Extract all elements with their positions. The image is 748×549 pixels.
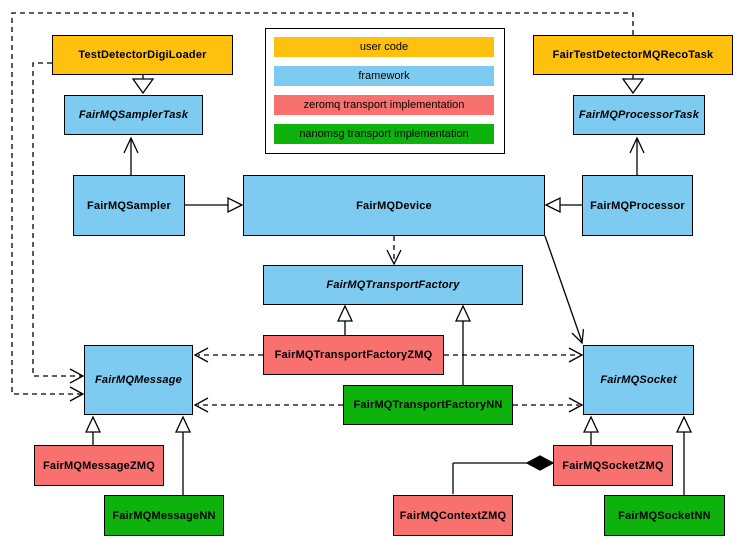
legend: user code framework zeromq transport imp… — [265, 28, 505, 154]
edge-digiloader-extends-samplertask — [131, 75, 155, 95]
legend-nanomsg-transport: nanomsg transport implementation — [274, 124, 494, 144]
node-fairmqsocketnn: FairMQSocketNN — [604, 495, 725, 536]
legend-zeromq-transport: zeromq transport implementation — [274, 95, 494, 115]
legend-user-code: user code — [274, 37, 494, 57]
node-fairmqprocessortask: FairMQProcessorTask — [573, 95, 705, 135]
edge-recotask-depends-message — [11, 12, 634, 402]
node-fairtestdetectormqrecotask: FairTestDetectorMQRecoTask — [533, 35, 733, 75]
node-fairmqtransportfactory: FairMQTransportFactory — [263, 265, 523, 305]
edge-factoryzmq-creates-socket — [444, 347, 584, 363]
edge-socketnn-extends-socket — [675, 415, 693, 495]
edge-factorynn-extends-transportfactory — [454, 304, 472, 385]
edge-device-depends-transportfactory — [386, 236, 402, 266]
node-fairmqcontextzmq: FairMQContextZMQ — [393, 495, 513, 536]
edge-recotask-extends-processortask — [621, 75, 645, 95]
edge-factoryzmq-extends-transportfactory — [336, 304, 354, 335]
edge-processor-uses-processortask — [629, 136, 645, 175]
edge-socketzmq-extends-socket — [582, 415, 600, 445]
node-fairmqmessage: FairMQMessage — [84, 345, 193, 415]
edge-sampler-extends-device — [185, 196, 244, 214]
node-fairmqdevice: FairMQDevice — [243, 175, 545, 236]
node-fairmqtransportfactoryzmq: FairMQTransportFactoryZMQ — [263, 335, 444, 375]
node-fairmqsocketzmq: FairMQSocketZMQ — [553, 445, 673, 486]
edge-factoryzmq-creates-message — [193, 347, 263, 363]
edge-processor-extends-device — [544, 196, 582, 214]
node-testdetectordigiloader: TestDetectorDigiLoader — [52, 35, 233, 75]
node-fairmqsamplertask: FairMQSamplerTask — [64, 95, 203, 135]
edge-factorynn-creates-socket — [513, 397, 584, 413]
edge-messagenn-extends-message — [174, 415, 192, 495]
legend-framework: framework — [274, 66, 494, 86]
edge-factorynn-creates-message — [193, 397, 343, 413]
node-fairmqtransportfactorynn: FairMQTransportFactoryNN — [343, 385, 513, 425]
node-fairmqmessagezmq: FairMQMessageZMQ — [34, 445, 164, 486]
edge-sampler-uses-samplertask — [123, 136, 139, 175]
edge-contextzmq-composition-socketzmq — [452, 455, 555, 494]
edge-device-uses-socket — [544, 235, 585, 345]
node-fairmqsampler: FairMQSampler — [73, 175, 185, 236]
node-fairmqprocessor: FairMQProcessor — [582, 175, 693, 236]
node-fairmqmessagenn: FairMQMessageNN — [104, 495, 224, 536]
edge-digiloader-depends-message — [32, 62, 85, 384]
node-fairmqsocket: FairMQSocket — [583, 345, 694, 415]
edge-messagezmq-extends-message — [84, 415, 102, 445]
